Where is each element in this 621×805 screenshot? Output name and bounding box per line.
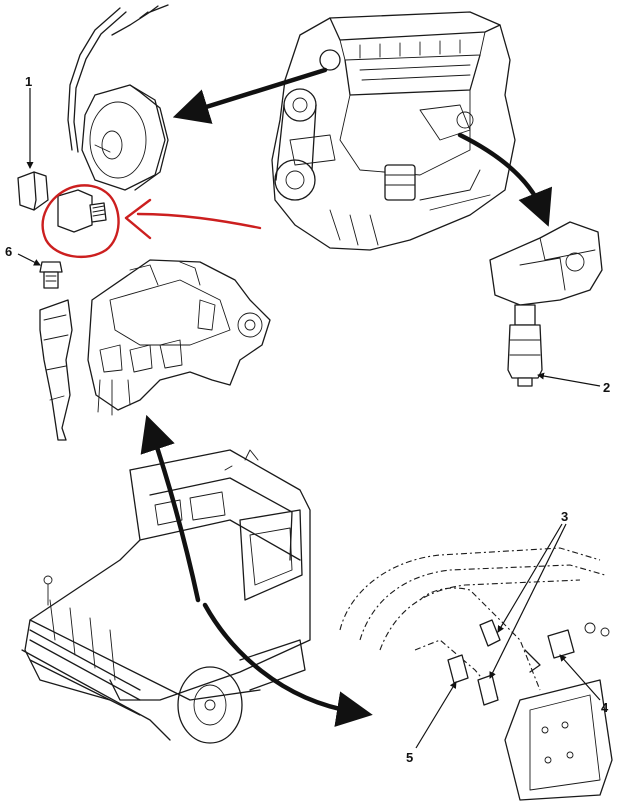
arrow-engine-to-disc — [172, 67, 328, 124]
callout-4: 4 — [601, 700, 609, 715]
callout-3: 3 — [561, 509, 568, 524]
red-highlight-annotation — [41, 184, 262, 258]
engine-illustration — [271, 11, 516, 251]
callout-5: 5 — [406, 750, 413, 765]
arrow-truck-to-manifold — [140, 414, 201, 603]
red-arrow-annotation — [136, 212, 262, 230]
valve-manifold-illustration — [39, 259, 271, 441]
red-circle-annotation — [41, 184, 120, 258]
truck-illustration — [21, 449, 311, 744]
leader-2 — [537, 372, 601, 387]
axle-fender-illustration — [339, 547, 613, 801]
arrow-engine-to-sensor-2 — [457, 132, 553, 227]
callout-1: 1 — [25, 74, 32, 89]
sensor-6-illustration — [39, 261, 63, 289]
callout-leaders — [17, 88, 601, 749]
arrow-truck-to-axle — [202, 602, 373, 727]
leader-6 — [17, 253, 41, 266]
sensor-2-assembly-illustration — [489, 221, 603, 387]
leader-4 — [559, 654, 601, 701]
sensor-assembly-illustration — [17, 4, 169, 233]
callout-6: 6 — [5, 244, 12, 259]
callout-2: 2 — [603, 380, 610, 395]
leader-3a — [497, 523, 563, 633]
flow-arrows — [140, 67, 553, 727]
leader-5 — [415, 681, 457, 749]
callout-labels: 1 2 3 4 5 6 — [5, 74, 610, 765]
leader-3b — [489, 523, 567, 679]
